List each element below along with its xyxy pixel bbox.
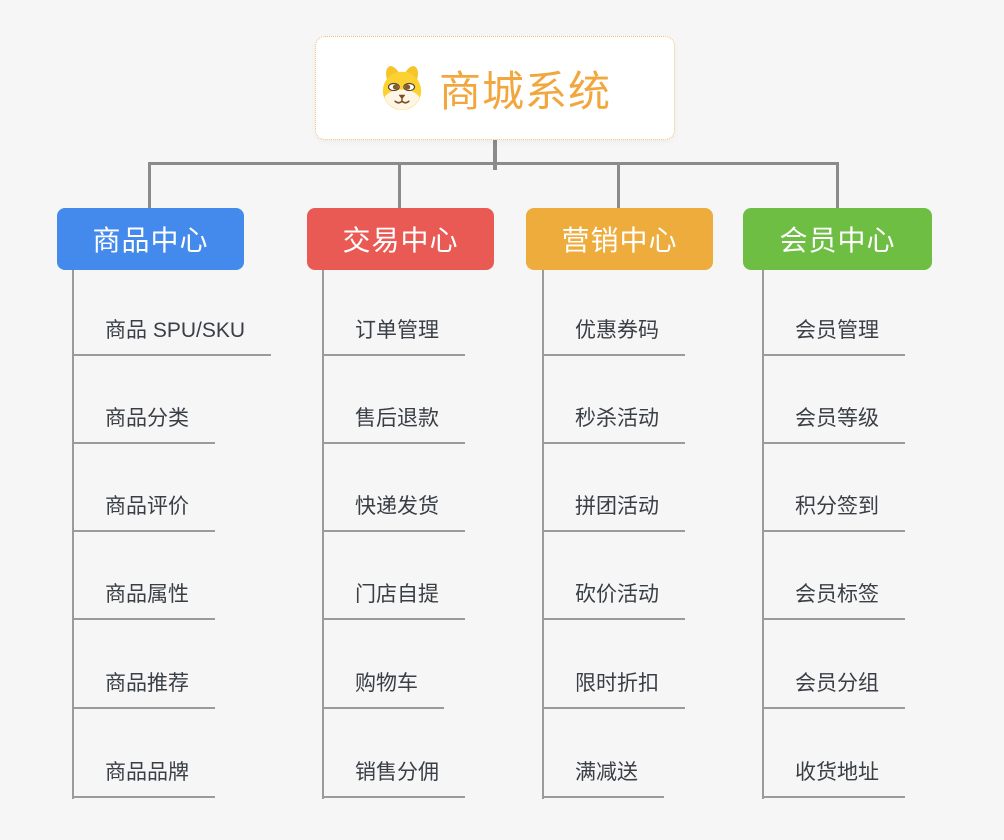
- leaf-node[interactable]: 商品推荐: [72, 669, 215, 709]
- leaf-node[interactable]: 购物车: [322, 669, 444, 709]
- leaf-node[interactable]: 商品属性: [72, 580, 215, 620]
- leaf-node[interactable]: 商品评价: [72, 492, 215, 532]
- leaf-node[interactable]: 商品品牌: [72, 758, 215, 798]
- branch-node-marketing-center[interactable]: 营销中心: [526, 208, 713, 270]
- connector-bus: [148, 162, 839, 165]
- spine-product-center: [72, 270, 74, 799]
- leaf-node[interactable]: 会员等级: [762, 404, 905, 444]
- branch-node-member-center[interactable]: 会员中心: [743, 208, 932, 270]
- spine-member-center: [762, 270, 764, 799]
- leaf-node[interactable]: 满减送: [542, 758, 664, 798]
- leaf-node[interactable]: 门店自提: [322, 580, 465, 620]
- leaf-node[interactable]: 拼团活动: [542, 492, 685, 532]
- leaf-node[interactable]: 积分签到: [762, 492, 905, 532]
- connector-root-stub: [493, 140, 497, 170]
- branch-node-product-center[interactable]: 商品中心: [57, 208, 244, 270]
- connector-drop-4: [836, 162, 839, 208]
- connector-drop-3: [617, 162, 620, 208]
- spine-marketing-center: [542, 270, 544, 799]
- root-title: 商城系统: [438, 67, 611, 115]
- leaf-node[interactable]: 优惠券码: [542, 316, 685, 356]
- leaf-node[interactable]: 快递发货: [322, 492, 465, 532]
- leaf-node[interactable]: 售后退款: [322, 404, 465, 444]
- leaf-node[interactable]: 砍价活动: [542, 580, 685, 620]
- leaf-node[interactable]: 限时折扣: [542, 669, 685, 709]
- connector-drop-1: [148, 162, 151, 208]
- leaf-node[interactable]: 收货地址: [762, 758, 905, 798]
- leaf-node[interactable]: 订单管理: [322, 316, 465, 356]
- leaf-node[interactable]: 会员标签: [762, 580, 905, 620]
- connector-drop-2: [398, 162, 401, 208]
- leaf-node[interactable]: 秒杀活动: [542, 404, 685, 444]
- leaf-node[interactable]: 会员分组: [762, 669, 905, 709]
- leaf-node[interactable]: 商品 SPU/SKU: [72, 316, 272, 356]
- branch-node-trade-center[interactable]: 交易中心: [307, 208, 494, 270]
- root-node[interactable]: 商城系统: [315, 36, 675, 140]
- spine-trade-center: [322, 270, 324, 799]
- leaf-node[interactable]: 商品分类: [72, 404, 215, 444]
- leaf-node[interactable]: 销售分佣: [322, 758, 465, 798]
- dog-face-icon: [382, 65, 422, 111]
- leaf-node[interactable]: 会员管理: [762, 316, 905, 356]
